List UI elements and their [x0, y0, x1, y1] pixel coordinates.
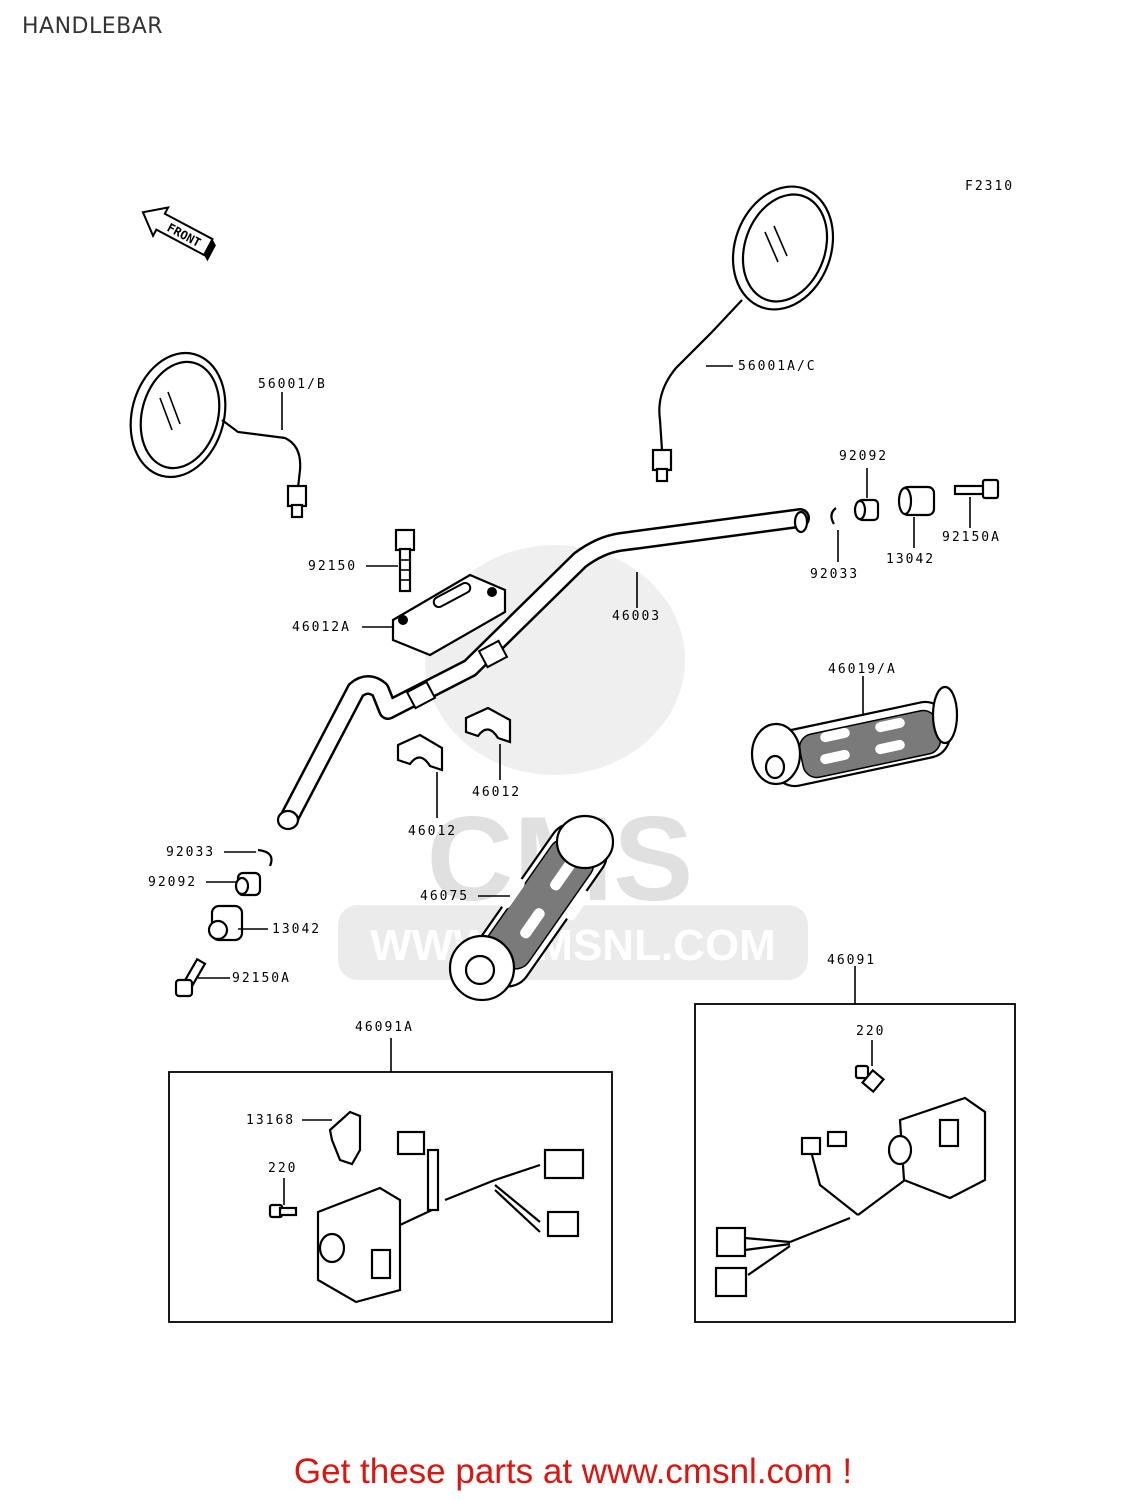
switch-right-box: [694, 1003, 1016, 1323]
holder-upper: [391, 573, 507, 657]
weight-right: [897, 485, 936, 517]
label-grip-left: 46075: [420, 889, 469, 904]
label-grip-right: 46019/A: [828, 662, 897, 677]
front-arrow-icon: FRONT: [141, 206, 216, 262]
clamp-13168: [328, 1110, 362, 1166]
screw-left: [268, 1203, 298, 1219]
weight-left: [207, 904, 244, 942]
label-weight-right: 13042: [886, 552, 935, 567]
parts-diagram: CMS WWW.CMSNL.COM F2310 FRONT 56001/B 56…: [129, 179, 1016, 1323]
grip-left: [448, 814, 615, 1002]
label-holder-lower-b: 46012: [472, 785, 521, 800]
bolt-right: [953, 478, 1000, 500]
mirror-right: [651, 185, 835, 483]
switch-left-box: [168, 1071, 613, 1323]
holder-lower-a: [396, 733, 444, 772]
label-switch-right: 46091: [827, 953, 876, 968]
bolt-92150: [394, 528, 416, 593]
bolt-left: [174, 957, 207, 998]
label-bolt-right: 92150A: [942, 530, 1001, 545]
cir-clip-left: [257, 848, 273, 867]
mirror-left: [129, 351, 308, 519]
label-switch-left: 46091A: [355, 1020, 414, 1035]
cir-clip-right: [830, 507, 837, 525]
grip-right: [750, 685, 959, 788]
label-clamp: 13168: [246, 1113, 295, 1128]
label-collar-left: 92092: [148, 875, 197, 890]
label-handlebar: 46003: [612, 609, 661, 624]
label-weight-left: 13042: [272, 922, 321, 937]
collar-left: [234, 871, 262, 897]
label-bolt-left: 92150A: [232, 971, 291, 986]
label-mirror-left: 56001/B: [258, 377, 327, 392]
label-screw-left: 220: [268, 1161, 297, 1176]
label-collar-right: 92092: [839, 449, 888, 464]
figure-code: F2310: [965, 179, 1014, 194]
label-cir-right: 92033: [810, 567, 859, 582]
label-bolt-92150: 92150: [308, 559, 357, 574]
label-holder-lower-a: 46012: [408, 824, 457, 839]
switch-housing-left: [316, 1130, 585, 1304]
label-cir-left: 92033: [166, 845, 215, 860]
label-screw-right: 220: [856, 1024, 885, 1039]
switch-housing-right: [714, 1096, 987, 1298]
handlebar: [276, 508, 810, 831]
footer-promo: Get these parts at www.cmsnl.com !: [293, 1452, 853, 1491]
screw-right: [854, 1064, 886, 1094]
watermark-url: WWW.CMSNL.COM: [370, 921, 776, 970]
label-holder-upper: 46012A: [292, 620, 351, 635]
collar-right: [853, 498, 880, 522]
page-title: HANDLEBAR: [22, 14, 164, 39]
label-mirror-right: 56001A/C: [738, 359, 817, 374]
holder-lower-b: [464, 706, 512, 744]
